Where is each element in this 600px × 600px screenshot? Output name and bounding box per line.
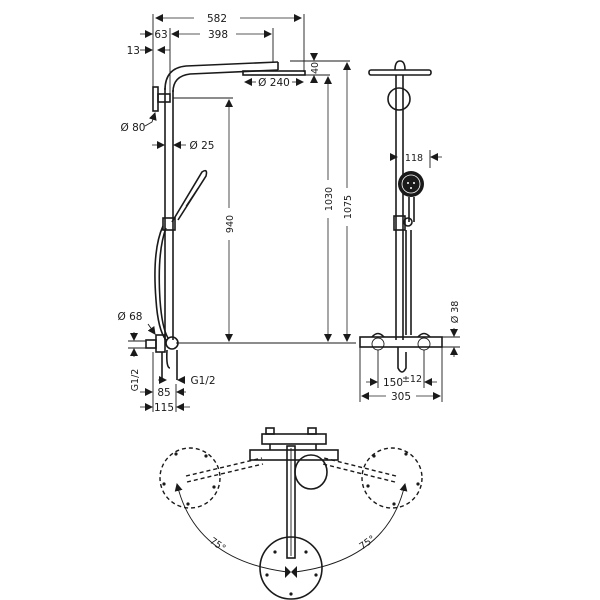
left-arm-position [185, 457, 264, 483]
label-398: 398 [208, 29, 228, 41]
dim-pipe-diameter: Ø 25 [152, 140, 214, 152]
label-63: 63 [154, 29, 167, 41]
dim-head-diameter: Ø 240 [244, 77, 304, 89]
side-mixer [165, 336, 179, 350]
dim-overall-projection: 582 [155, 13, 302, 25]
label-inlet-thread: G1/2 [130, 369, 141, 392]
label-582: 582 [207, 13, 227, 25]
hose [154, 225, 167, 341]
label-13: 13 [127, 45, 140, 57]
slider-holder [162, 217, 176, 231]
label-85: 85 [157, 387, 170, 399]
overhead-shower-head [242, 70, 306, 76]
wall-bracket-top [294, 454, 328, 490]
front-view: 118 Ø 38 [359, 60, 461, 403]
label-pipe-diameter: Ø 25 [190, 140, 215, 152]
dim-head-thickness: 40 [290, 53, 350, 83]
dim-mixer-diameter: Ø 38 [442, 301, 461, 357]
dim-head-height: 1030 [324, 76, 335, 342]
label-mixer-diameter: Ø 38 [450, 301, 461, 324]
label-head-thickness: 40 [310, 62, 321, 74]
dim-wall-offset: 63 398 [140, 29, 272, 41]
dim-overall-height: 1075 [343, 62, 354, 342]
label-940: 940 [225, 215, 236, 233]
side-escutcheon [155, 334, 166, 353]
label-150: 150 [383, 377, 403, 389]
right-arm-position [322, 457, 397, 483]
label-rotation-right: 75° [358, 534, 378, 553]
left-rotation-circle [159, 447, 221, 509]
label-305: 305 [391, 391, 411, 403]
center-arm [286, 445, 296, 559]
label-115: 115 [154, 402, 174, 414]
label-tolerance: ±12 [402, 374, 422, 385]
dim-handshower-width: 118 [390, 150, 442, 168]
dim-arm-height: 940 [225, 99, 236, 342]
label-head-diameter: Ø 240 [258, 77, 290, 89]
side-view: 582 63 398 13 Ø 80 [118, 13, 356, 414]
dim-wall-clearance: 13 [127, 45, 170, 57]
label-1030: 1030 [324, 187, 335, 211]
label-escutcheon-diameter: Ø 68 [118, 311, 143, 323]
label-118: 118 [405, 153, 423, 164]
front-thermostat-mixer [359, 336, 443, 348]
dim-mixer-width: 305 [361, 391, 441, 403]
label-outlet-thread: G1/2 [190, 375, 215, 387]
label-wall-plate-diameter: Ø 80 [121, 122, 146, 134]
label-1075: 1075 [343, 195, 354, 219]
front-overhead-head [368, 69, 432, 76]
dim-centres: 150 ±12 [366, 374, 437, 389]
center-head-position [259, 536, 323, 600]
top-mixer-body [261, 433, 327, 445]
right-rotation-circle [361, 447, 423, 509]
front-wall-bracket [387, 87, 411, 111]
hand-shower [171, 169, 208, 223]
top-view: 75° 75° [159, 427, 423, 600]
